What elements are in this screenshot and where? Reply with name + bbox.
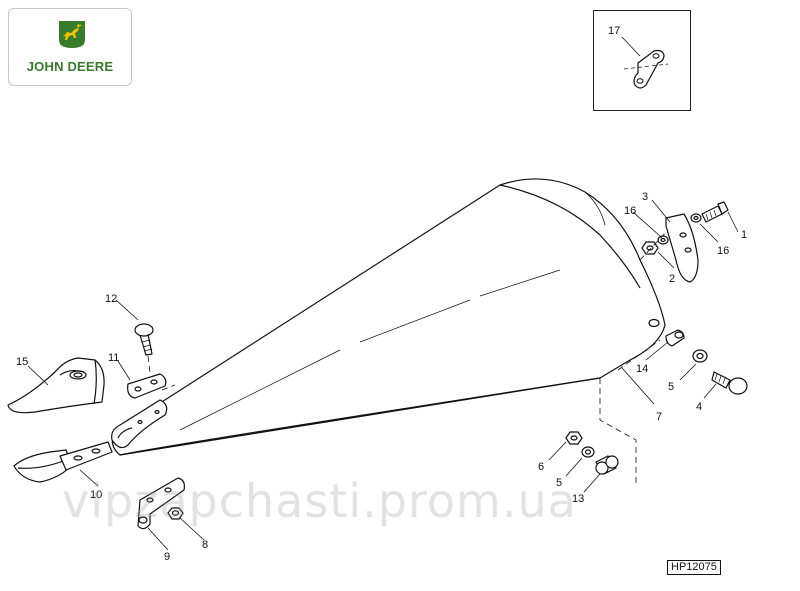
part-5-washer-lower xyxy=(581,446,595,458)
watermark: vipzapchasti.prom.ua xyxy=(62,474,577,528)
callout-14: 14 xyxy=(636,363,648,375)
callout-2: 2 xyxy=(669,273,675,285)
part-1-bolt xyxy=(701,201,729,223)
inset-drawing xyxy=(621,36,669,89)
part-12-bolt xyxy=(134,323,154,356)
part-14-spacer xyxy=(665,329,685,347)
part-5-washer-upper xyxy=(692,349,708,363)
callout-8: 8 xyxy=(202,539,208,551)
callout-1: 1 xyxy=(741,229,747,241)
deer-badge-icon xyxy=(59,21,85,48)
callout-4: 4 xyxy=(696,401,702,413)
part-10-skid-shoe xyxy=(13,441,113,483)
part-11-plate xyxy=(127,373,167,399)
logo-wordmark: JOHN DEERE xyxy=(26,59,114,74)
callout-12: 12 xyxy=(105,293,117,305)
part-15-nose-piece xyxy=(7,357,105,414)
callout-9: 9 xyxy=(164,551,170,563)
part-3-mounting-plate xyxy=(665,213,699,283)
callout-6: 6 xyxy=(538,461,544,473)
inset-detail-box xyxy=(593,10,691,111)
alignment-lines xyxy=(147,229,669,486)
part-6-nut xyxy=(565,431,583,445)
callout-11: 11 xyxy=(108,352,119,364)
callout-15: 15 xyxy=(16,356,28,368)
callout-5-upper: 5 xyxy=(668,381,674,393)
part-8-nut xyxy=(167,507,184,520)
callout-5-lower: 5 xyxy=(556,477,562,489)
callout-16-right: 16 xyxy=(717,245,729,257)
callout-16-left: 16 xyxy=(624,205,636,217)
leader-lines xyxy=(27,199,739,551)
part-17-plate xyxy=(623,49,669,89)
part-13-bushing xyxy=(595,455,619,475)
crop-divider-cone xyxy=(111,178,666,456)
callout-17: 17 xyxy=(608,25,620,37)
callout-10: 10 xyxy=(90,489,102,501)
callout-3: 3 xyxy=(642,191,648,203)
reference-code: HP12075 xyxy=(667,560,721,575)
callout-13: 13 xyxy=(572,493,584,505)
john-deere-logo: JOHN DEERE xyxy=(8,8,132,86)
part-16-washer-right xyxy=(690,213,702,223)
part-16-washer-left xyxy=(657,235,669,245)
callout-7: 7 xyxy=(656,411,662,423)
part-4-bolt xyxy=(711,371,748,395)
part-9-bracket xyxy=(137,477,185,530)
